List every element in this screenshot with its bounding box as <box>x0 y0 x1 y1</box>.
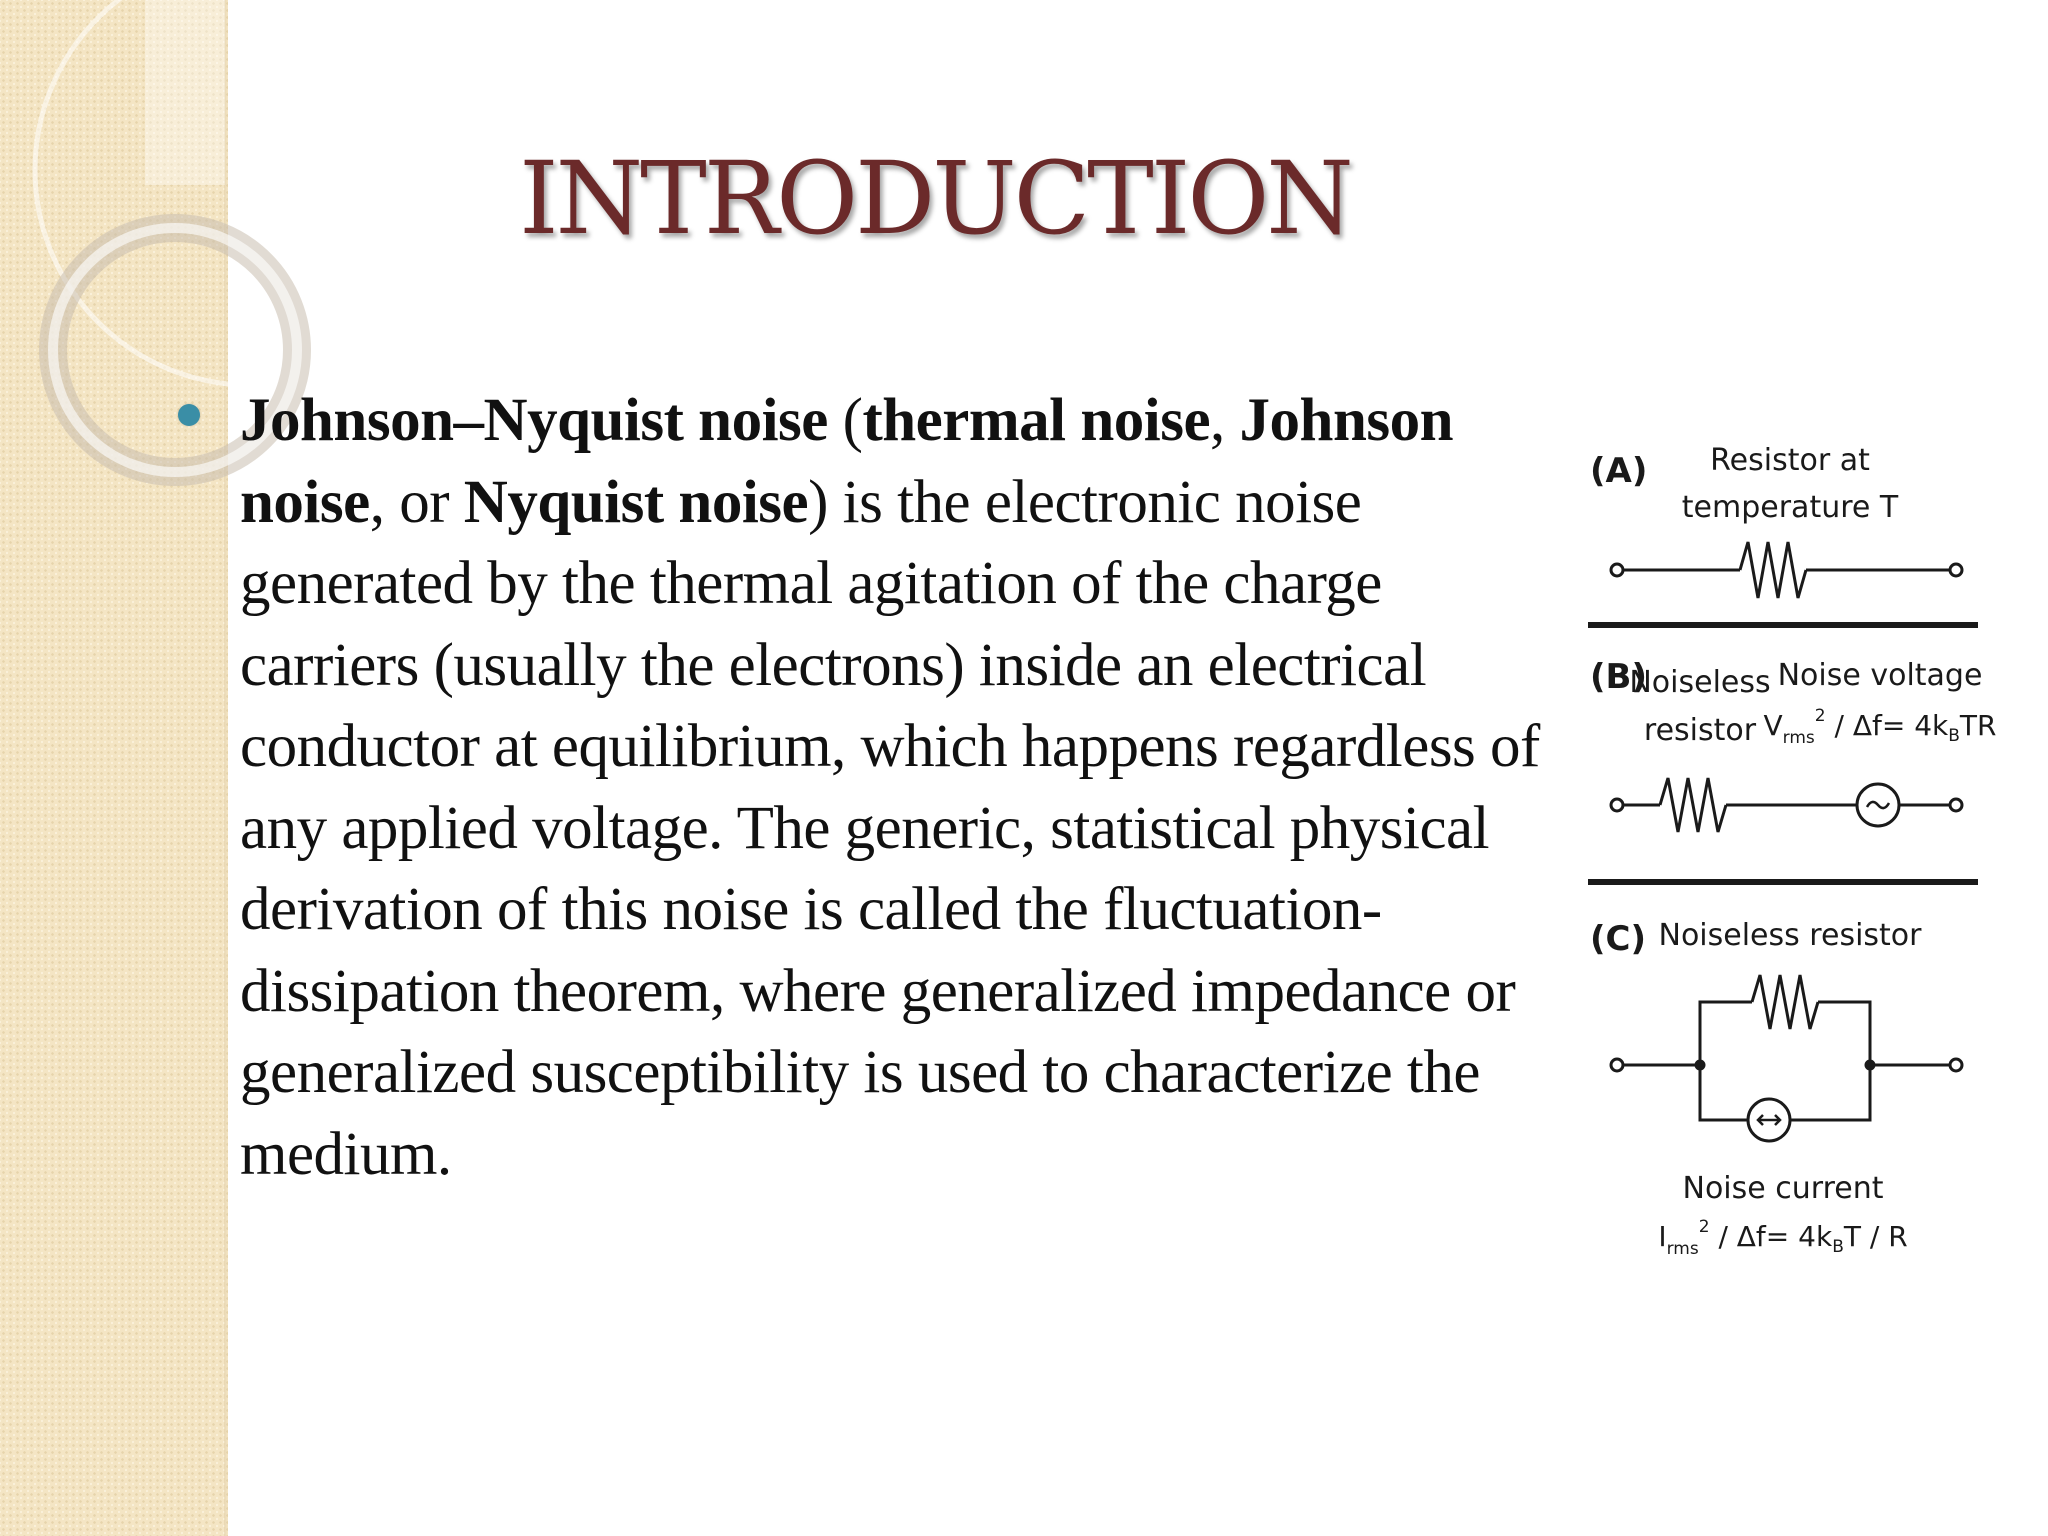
panel-c-circuit <box>1609 974 1964 1143</box>
panel-a-label-line1: Resistor at <box>1710 443 1870 478</box>
bullet-paragraph: Johnson–Nyquist noise (thermal noise, Jo… <box>240 380 1570 1195</box>
term-johnson-nyquist-noise: Johnson–Nyquist noise <box>240 387 828 454</box>
panel-c-top-label: Noiseless resistor <box>1659 918 1923 953</box>
bullet-marker <box>178 404 200 426</box>
panel-b: (B) Noiseless resistor Noise voltage Vrm… <box>1588 657 1997 885</box>
panel-b-left-line2: resistor <box>1644 713 1757 748</box>
text-segment: ) is the electronic noise generated by t… <box>240 468 1540 1188</box>
panel-c-tag: (C) <box>1590 919 1646 959</box>
text-segment: , or <box>369 468 464 536</box>
panel-b-left-line1: Noiseless <box>1629 665 1770 700</box>
panel-a: (A) Resistor at temperature T <box>1588 443 1978 628</box>
text-segment: , <box>1210 387 1240 454</box>
term-nyquist-noise: Nyquist noise <box>463 468 809 536</box>
panel-b-right-formula: Vrms2 / Δf= 4kBTR <box>1764 706 1997 748</box>
panel-c: (C) Noiseless resistor Noise current Irm… <box>1590 918 1964 1259</box>
text-segment: ( <box>827 387 863 454</box>
decorative-rings <box>32 0 400 486</box>
noise-circuit-figure: (A) Resistor at temperature T (B) Noisel… <box>1588 443 1997 1259</box>
panel-a-tag: (A) <box>1590 451 1647 491</box>
panel-a-label-line2: temperature T <box>1682 490 1899 525</box>
panel-a-circuit <box>1609 541 1964 599</box>
term-johnson-noise: Johnson noise <box>240 387 1454 536</box>
term-thermal-noise: thermal noise <box>862 387 1211 454</box>
panel-b-tag: (B) <box>1590 657 1647 697</box>
panel-b-circuit <box>1609 777 1964 833</box>
slide-title: INTRODUCTION <box>519 140 1354 257</box>
panel-c-bottom-line1: Noise current <box>1683 1171 1884 1206</box>
panel-c-bottom-formula: Irms2 / Δf= 4kBT / R <box>1658 1217 1907 1259</box>
panel-b-right-line1: Noise voltage <box>1778 658 1983 693</box>
